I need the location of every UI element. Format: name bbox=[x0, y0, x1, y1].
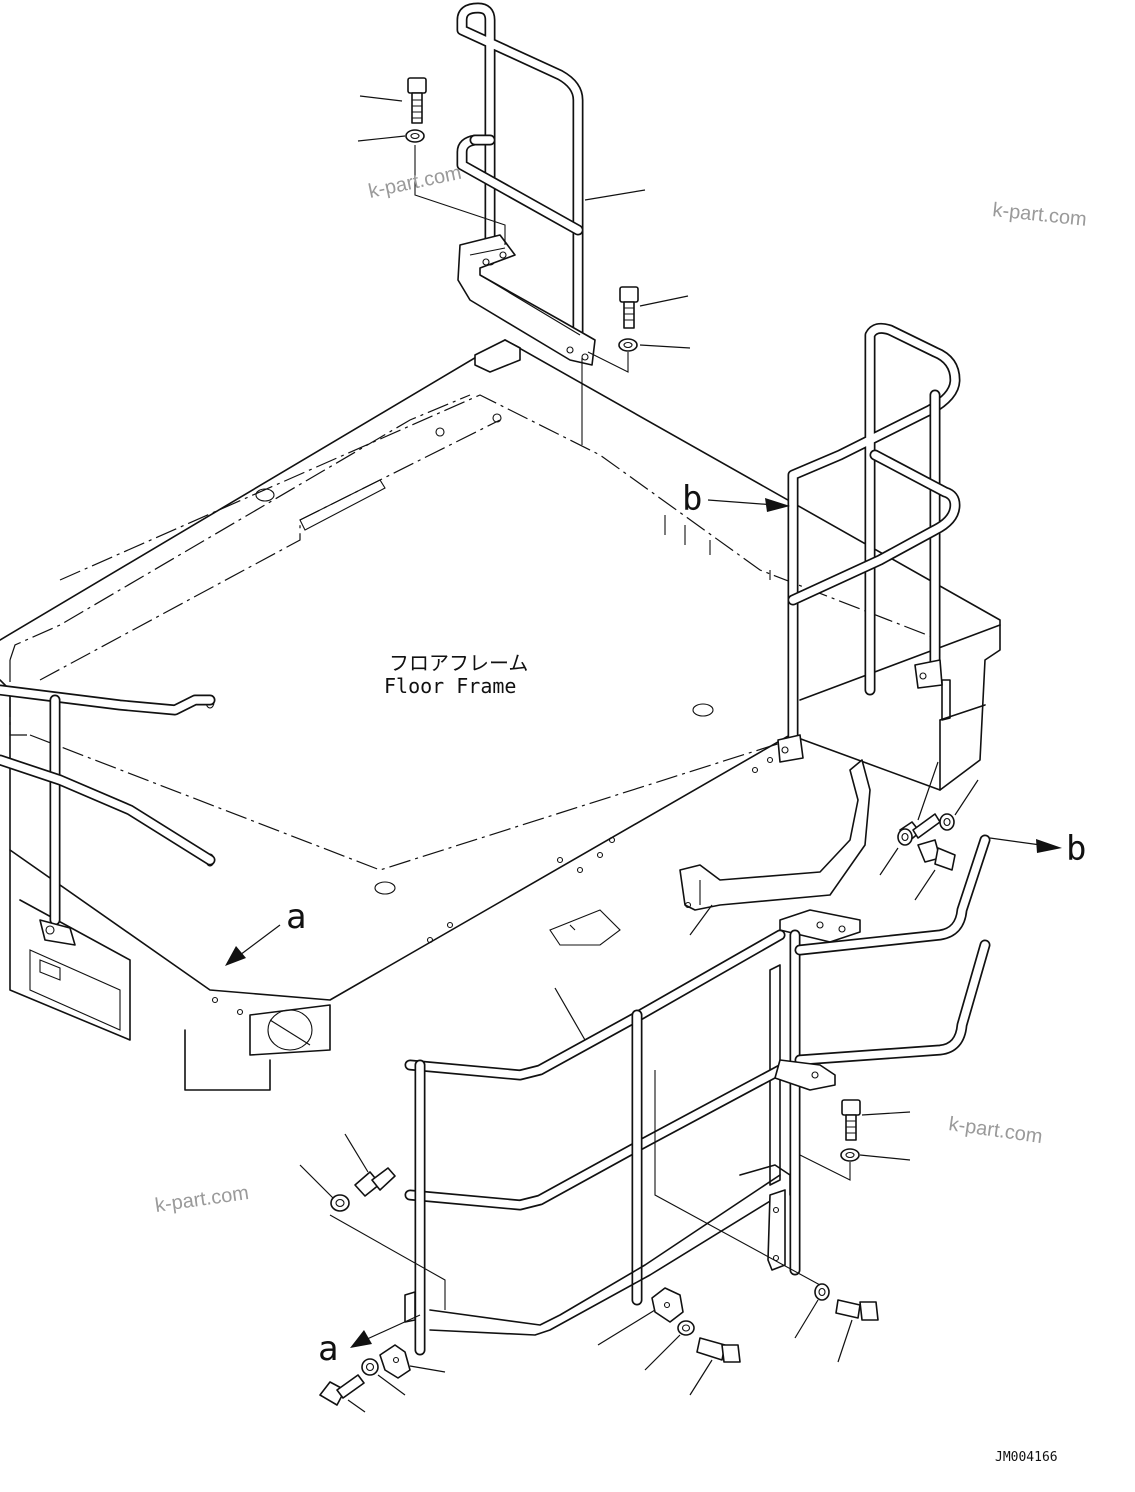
clamp-bracket-left bbox=[379, 1344, 411, 1379]
floor-frame-label-en: Floor Frame bbox=[384, 674, 516, 698]
ref-label-a-bottom: a bbox=[318, 1329, 338, 1369]
ref-label-b-right: b bbox=[1066, 829, 1086, 869]
floor-frame-label-jp: フロアフレーム bbox=[389, 651, 528, 675]
bolt-bottom-mid bbox=[696, 1337, 741, 1363]
washer-bottom-mid bbox=[677, 1320, 695, 1336]
washer-bottom-left bbox=[361, 1358, 379, 1376]
bolt-right-lower bbox=[841, 1099, 861, 1141]
bolt-right-mid bbox=[917, 839, 956, 871]
bolt-top-mid bbox=[619, 286, 639, 329]
washer-top-left bbox=[405, 129, 425, 143]
drawing-code: JM004166 bbox=[995, 1450, 1058, 1465]
reference-arrow-a-bottom: a bbox=[318, 1314, 421, 1369]
frame-holes bbox=[211, 756, 774, 1016]
washer-right-upper bbox=[939, 813, 955, 831]
washer-left-mid bbox=[330, 1194, 350, 1212]
ref-label-b-top: b bbox=[682, 479, 702, 519]
front-step-assembly bbox=[404, 759, 991, 1356]
ref-label-a-top: a bbox=[286, 897, 306, 937]
reference-arrow-b-top: b bbox=[682, 479, 790, 519]
watermark-2: k-part.com bbox=[991, 199, 1087, 231]
leader-lines bbox=[299, 95, 979, 1413]
bolt-bottom-left bbox=[319, 1374, 365, 1406]
top-handrail bbox=[456, 2, 596, 366]
washer-right-mid bbox=[897, 828, 913, 846]
washer-bottom-right bbox=[814, 1283, 830, 1301]
reference-arrow-a-top: a bbox=[225, 897, 306, 966]
watermark-4: k-part.com bbox=[154, 1182, 251, 1217]
washer-top-mid bbox=[618, 338, 638, 352]
bolt-bottom-right bbox=[835, 1299, 879, 1321]
washer-right-lower bbox=[840, 1148, 860, 1162]
reference-arrow-b-right: b bbox=[989, 829, 1086, 869]
right-rear-handrail bbox=[777, 322, 961, 763]
left-handrail bbox=[0, 684, 216, 946]
bolt-top-left bbox=[407, 77, 427, 124]
bolt-left-mid bbox=[354, 1167, 396, 1197]
watermark-3: k-part.com bbox=[947, 1113, 1044, 1148]
clamp-bracket-mid bbox=[651, 1287, 684, 1323]
